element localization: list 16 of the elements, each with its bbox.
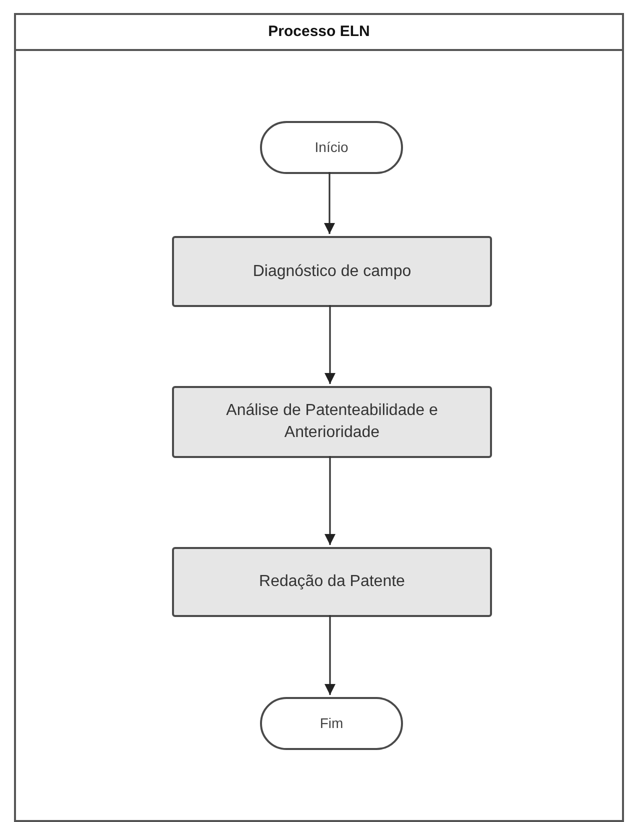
arrow: [324, 615, 336, 695]
terminator-pill: [260, 121, 403, 174]
node-label: Análise de Patenteabilidade e Anterioridade: [225, 401, 439, 443]
terminator-pill: [260, 697, 403, 750]
node-label: Início: [314, 138, 348, 157]
process-box: [172, 547, 492, 617]
node-label: Diagnóstico de campo: [252, 262, 412, 282]
arrow: [324, 172, 336, 234]
process-box: [172, 386, 492, 458]
swimlane-pool: [14, 13, 624, 822]
pool-title: Processo ELN: [268, 22, 370, 42]
arrow: [324, 305, 336, 384]
node-label: Fim: [320, 714, 344, 733]
process-box: [172, 236, 492, 307]
arrow: [324, 456, 336, 545]
node-label: Redação da Patente: [259, 572, 405, 592]
